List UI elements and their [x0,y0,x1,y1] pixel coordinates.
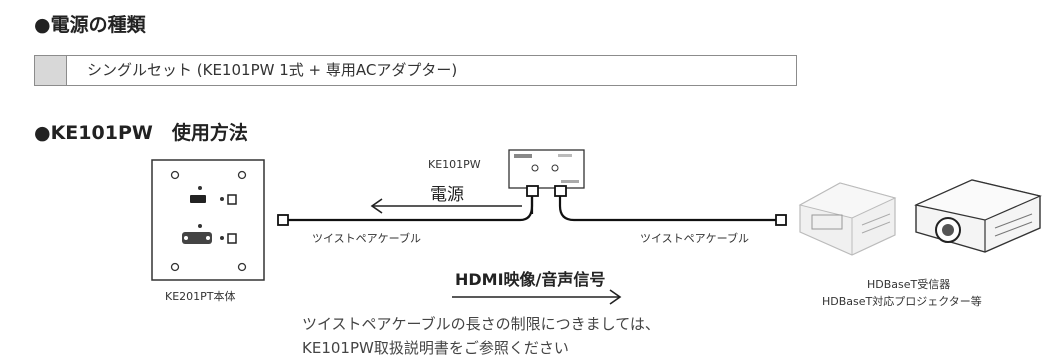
left-cable-label: ツイストペアケーブル [312,232,422,245]
right-cable-label: ツイストペアケーブル [640,232,750,245]
power-type-heading: ●電源の種類 [34,14,146,36]
power-option-row: シングルセット (KE101PW 1式 + 専用ACアダプター) [34,55,797,86]
projector-label: HDBaseT対応プロジェクター等 [822,295,982,308]
transmitter-label: KE101PW [428,158,481,171]
right-cable-connector [775,214,787,226]
power-option-text: シングルセット (KE101PW 1式 + 専用ACアダプター) [87,61,458,79]
transmitter-device [508,149,585,189]
receiver-label: HDBaseT受信器 [867,278,951,291]
cable-length-note-line2: KE101PW取扱説明書をご参照ください [302,339,569,357]
power-label: 電源 [430,185,464,205]
projector-device [914,179,1042,253]
cable-length-note-line1: ツイストペアケーブルの長さの制限につきましては、 [302,315,660,333]
power-arrow [370,198,522,214]
vga-port-icon [182,232,212,244]
signal-arrow [452,289,622,305]
receiver-device [798,182,897,256]
hdmi-port-icon [190,195,206,203]
usage-heading: ●KE101PW 使用方法 [34,122,248,144]
wall-plate-device [151,159,265,281]
wall-plate-label: KE201PT本体 [165,290,236,303]
signal-label: HDMI映像/音声信号 [455,270,606,289]
left-cable-connector [277,214,289,226]
option-marker-cell [35,56,67,85]
